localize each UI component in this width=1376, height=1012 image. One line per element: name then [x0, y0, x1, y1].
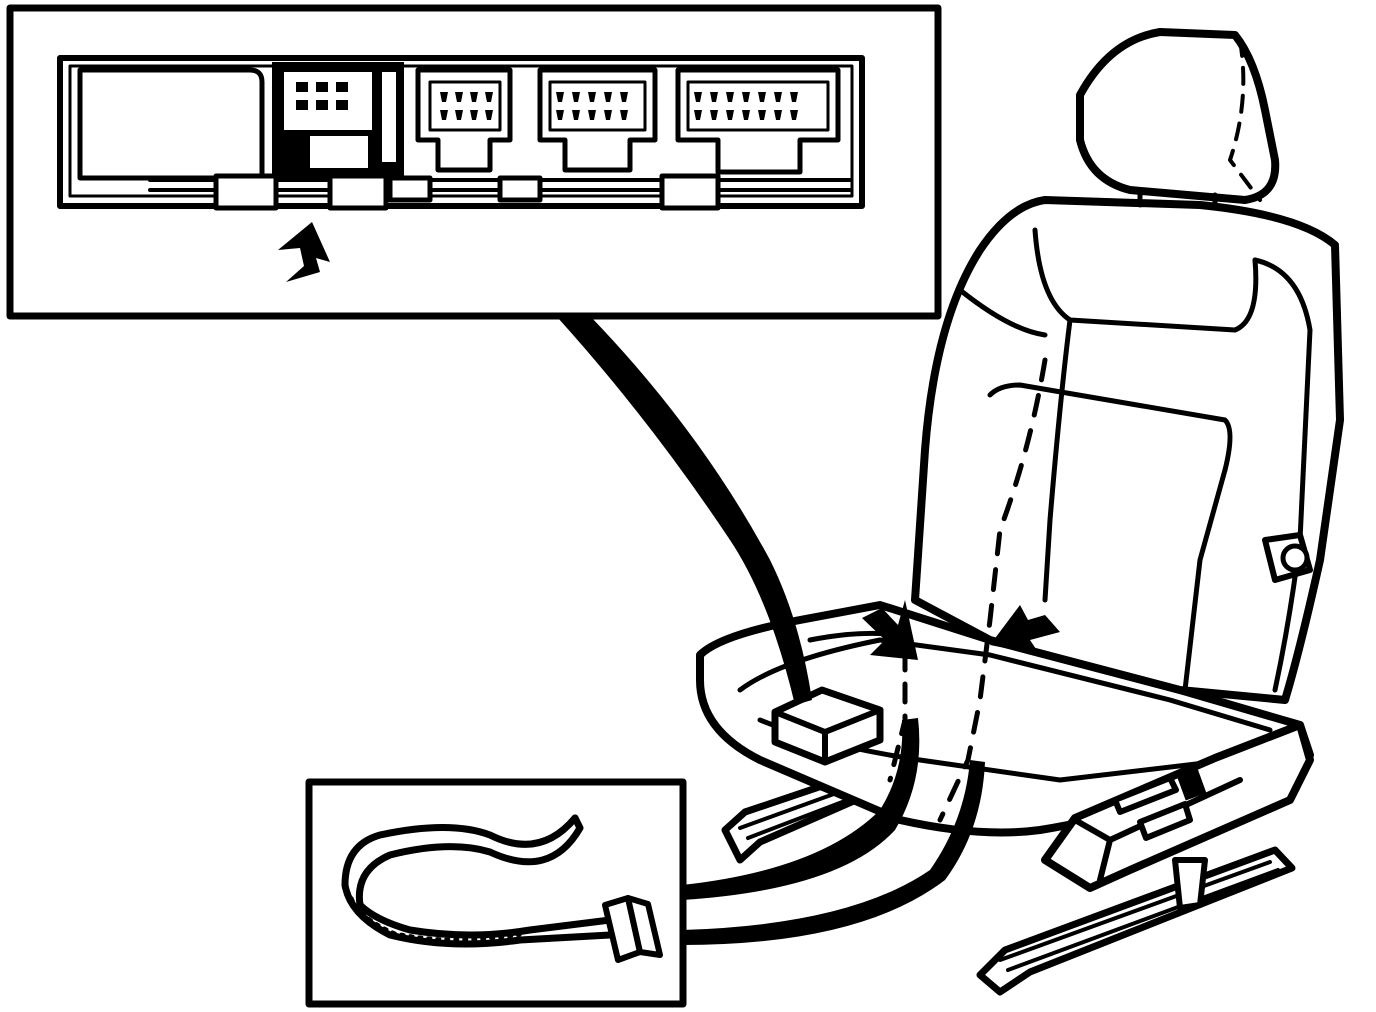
- arrow-left-icon: [862, 600, 918, 660]
- seat-rail-front-right: [976, 846, 1296, 996]
- cable-tie-icon: [341, 814, 663, 963]
- mounting-clips: [213, 173, 721, 211]
- callout-cable-tie-detail: [305, 778, 687, 1008]
- callout-connector-detail: [6, 4, 942, 320]
- empty-slot: [77, 67, 265, 181]
- seat-side-panel: [1041, 721, 1314, 892]
- leader-strip-top: [558, 316, 812, 705]
- connector-block-2: [415, 67, 513, 173]
- recline-lever: [1262, 532, 1313, 583]
- arrow-right-icon: [990, 605, 1060, 655]
- seat-backrest: [911, 196, 1344, 704]
- leader-strip-bottom: [682, 718, 985, 945]
- rail-foot: [1172, 857, 1208, 911]
- connector-block-3: [537, 67, 658, 173]
- connector-block-4: [675, 67, 841, 175]
- seat-headrest: [1076, 28, 1280, 211]
- seat-adjust-switches: [1112, 764, 1207, 841]
- connector-housing: [57, 55, 865, 211]
- hidden-wiring-route: [937, 357, 1048, 823]
- control-module-box: [771, 686, 884, 766]
- seat: [696, 28, 1344, 996]
- connector-block-1: [272, 62, 404, 180]
- up-arrow-icon: [278, 222, 330, 282]
